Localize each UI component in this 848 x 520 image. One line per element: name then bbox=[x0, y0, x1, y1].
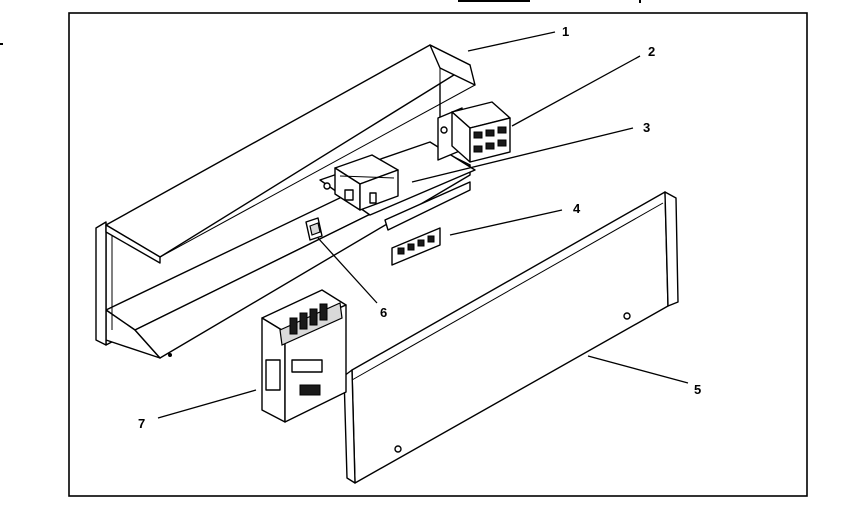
leader-1 bbox=[467, 31, 556, 52]
leader-3 bbox=[411, 127, 634, 183]
leader-7 bbox=[157, 389, 257, 419]
callout-1: 1 bbox=[562, 24, 569, 39]
callout-7: 7 bbox=[138, 416, 145, 431]
terminal-block bbox=[391, 227, 441, 266]
front-cover-panel bbox=[343, 191, 679, 484]
leader-2 bbox=[511, 55, 641, 127]
diagram-frame bbox=[68, 12, 808, 497]
callout-2: 2 bbox=[648, 44, 655, 59]
callout-3: 3 bbox=[643, 120, 650, 135]
leader-6 bbox=[317, 237, 378, 304]
leader-4 bbox=[449, 209, 563, 236]
relay bbox=[437, 101, 511, 163]
small-switch bbox=[305, 217, 323, 241]
circuit-board-with-transformer bbox=[319, 141, 476, 231]
control-module bbox=[261, 289, 347, 423]
leader-5 bbox=[587, 355, 689, 384]
callout-6: 6 bbox=[380, 305, 387, 320]
callout-4: 4 bbox=[573, 201, 581, 216]
callout-5: 5 bbox=[694, 382, 701, 397]
